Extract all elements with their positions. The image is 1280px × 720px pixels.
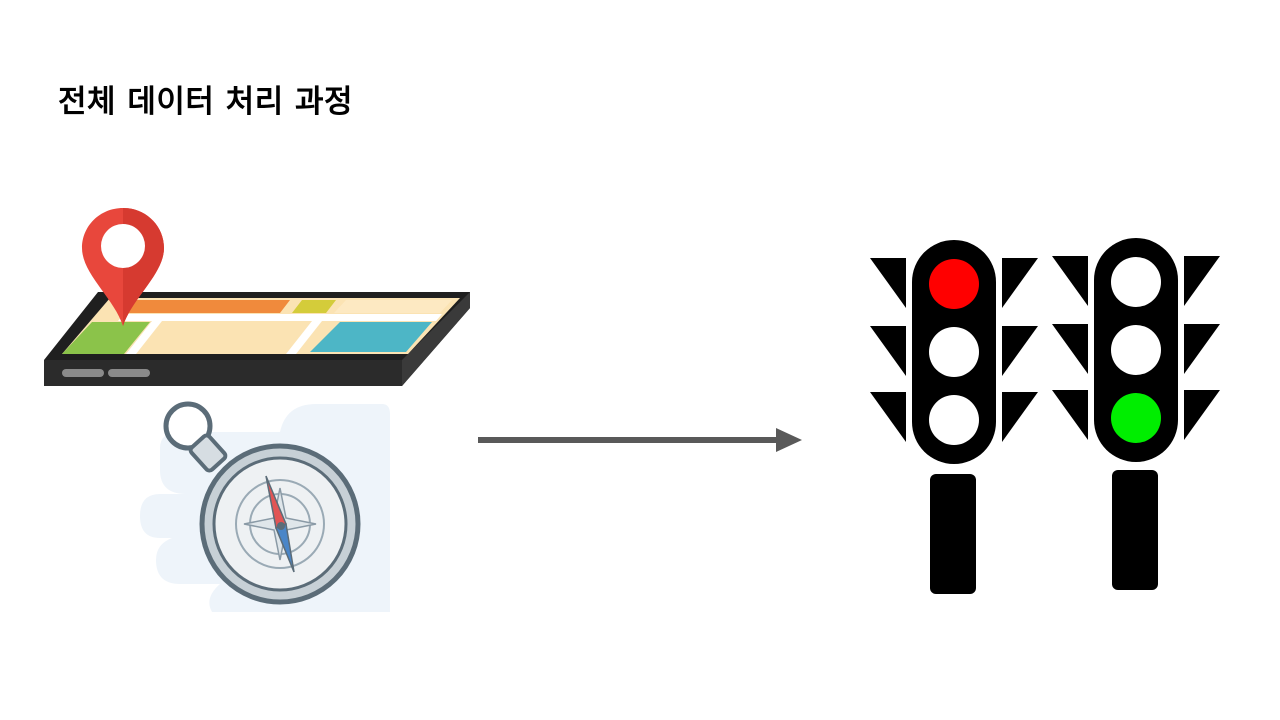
traffic-light-pole xyxy=(1112,470,1158,590)
signal-bottom-off xyxy=(929,395,979,445)
smartphone-map-icon xyxy=(44,208,470,386)
signal-red-lit xyxy=(929,259,979,309)
compass-dial-ring xyxy=(235,479,325,569)
signal-middle-off xyxy=(1111,325,1161,375)
visor-right-top xyxy=(1184,256,1220,306)
visor-right-mid xyxy=(1184,324,1220,374)
device-side xyxy=(402,292,470,386)
map-road-horizontal xyxy=(118,314,442,321)
visor-left-bottom xyxy=(1052,390,1088,440)
device-button-left xyxy=(62,369,104,377)
compass-pivot xyxy=(277,522,285,530)
traffic-light-pole xyxy=(930,474,976,594)
map-road-vertical-2 xyxy=(286,321,322,354)
signal-top-off xyxy=(1111,257,1161,307)
signal-middle-off xyxy=(929,327,979,377)
signal-green-lit xyxy=(1111,393,1161,443)
map-block-green xyxy=(62,322,150,354)
map-block-yellow xyxy=(292,300,336,313)
compass-ring-loop xyxy=(163,401,213,451)
device-edge xyxy=(44,360,402,386)
visor-left-mid xyxy=(1052,324,1088,374)
visor-right-top xyxy=(1002,258,1038,308)
compass-icon xyxy=(140,401,390,612)
map-block-teal xyxy=(310,322,432,352)
map-block-orange xyxy=(124,300,290,313)
traffic-light-green-icon xyxy=(1052,238,1220,590)
visor-left-bottom xyxy=(870,392,906,442)
visor-left-top xyxy=(1052,256,1088,306)
visor-right-bottom xyxy=(1184,390,1220,440)
right-arrow-icon xyxy=(478,428,802,452)
visor-left-top xyxy=(870,258,906,308)
visor-left-mid xyxy=(870,326,906,376)
slide-title: 전체 데이터 처리 과정 xyxy=(58,84,354,120)
traffic-light-red-icon xyxy=(870,240,1038,594)
device-button-right xyxy=(108,369,150,377)
location-pin-icon xyxy=(82,208,164,326)
map-block-sand-top xyxy=(334,300,452,313)
compass-neck xyxy=(188,433,228,473)
visor-right-bottom xyxy=(1002,392,1038,442)
visor-right-mid xyxy=(1002,326,1038,376)
map-road-vertical xyxy=(126,321,162,354)
